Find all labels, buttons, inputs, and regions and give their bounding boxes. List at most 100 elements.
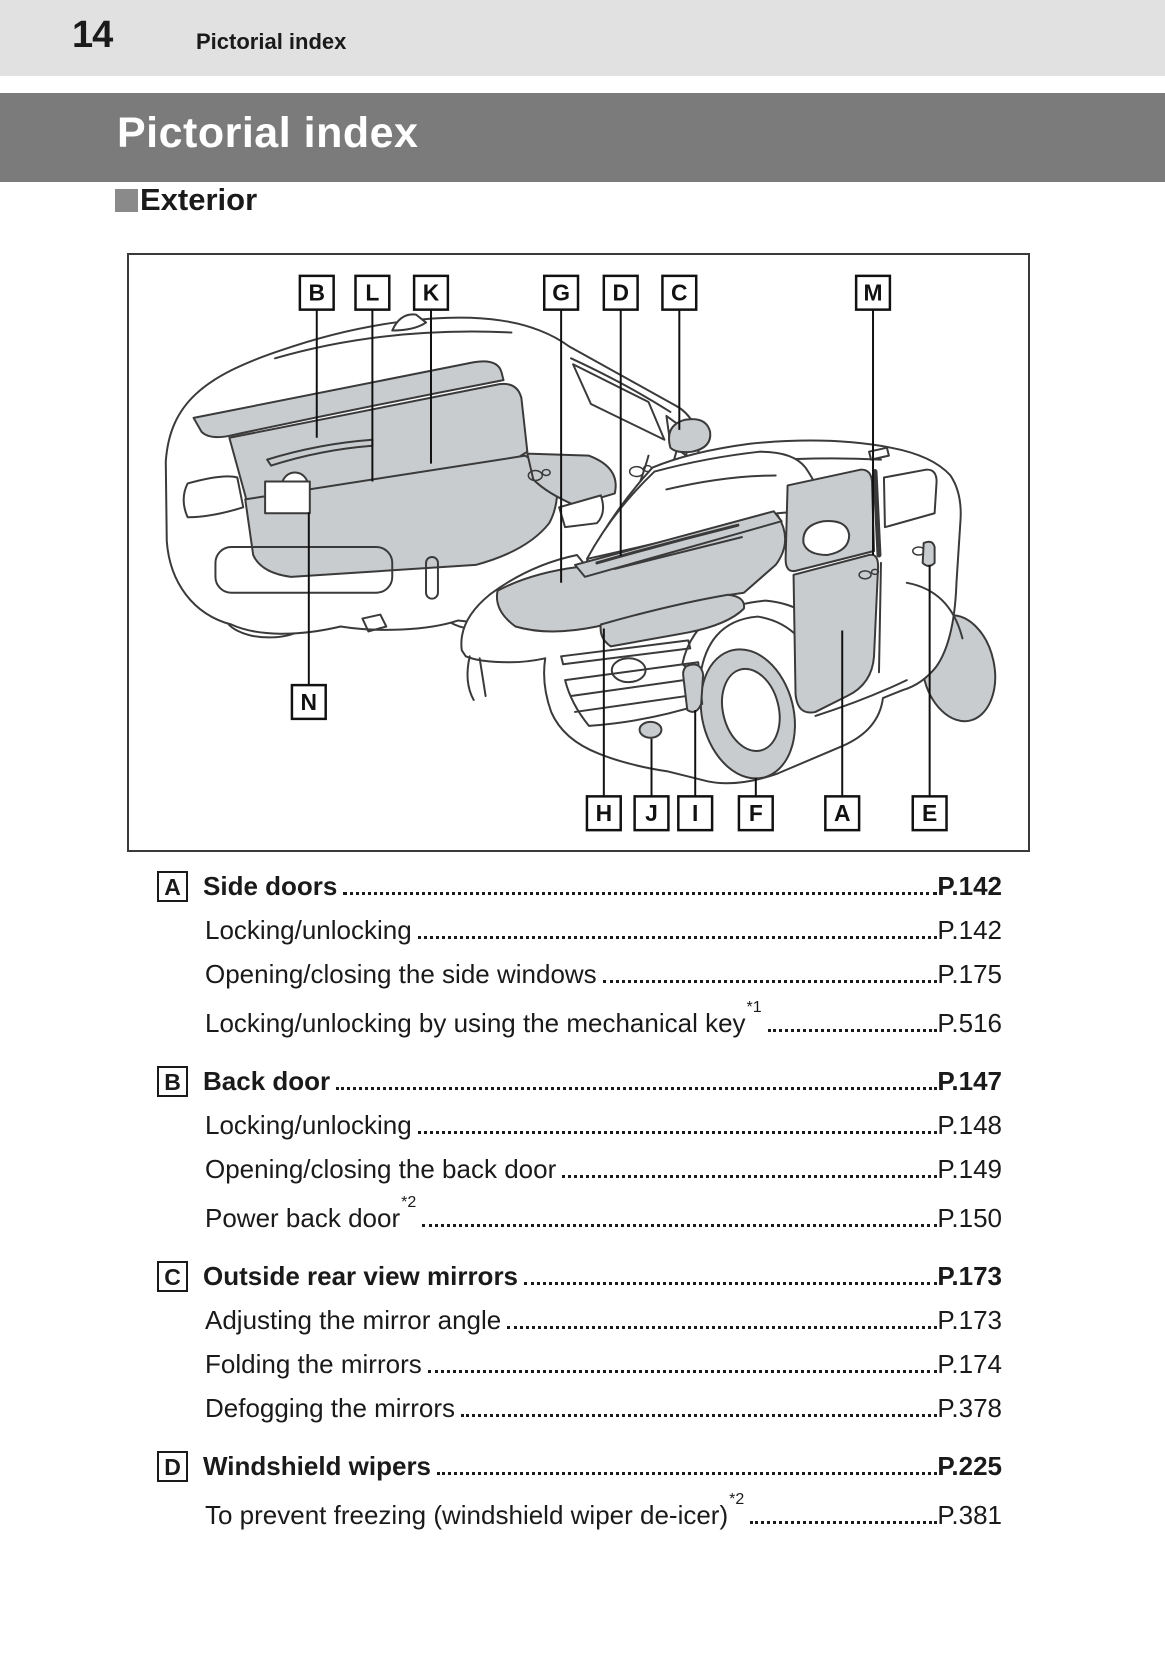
callout-letter-H: H bbox=[596, 800, 613, 826]
page-ref: P.148 bbox=[937, 1110, 1002, 1140]
letter-box-D: D bbox=[157, 1451, 188, 1482]
callout-letter-J: J bbox=[645, 800, 658, 826]
dot-leader bbox=[427, 1370, 938, 1373]
footnote-marker: *1 bbox=[746, 999, 762, 1017]
subentry-label: Folding the mirrors bbox=[205, 1349, 422, 1379]
callout-boxes: B L K G D C M N bbox=[290, 274, 948, 832]
rear-wheel-arch bbox=[905, 581, 964, 640]
subentry-label: Locking/unlocking bbox=[205, 1110, 412, 1140]
door-seam-rocker bbox=[814, 561, 908, 717]
tail-lamp-left bbox=[182, 475, 245, 519]
front-wheel-rim bbox=[721, 667, 781, 752]
upper-grille-slot bbox=[560, 639, 692, 666]
rear-car-antenna-fin bbox=[391, 313, 428, 332]
rear-door-window bbox=[882, 468, 938, 529]
front-view-car bbox=[460, 439, 997, 785]
page-ref: P.516 bbox=[937, 1008, 1002, 1038]
subentry-label: Opening/closing the back door bbox=[205, 1154, 557, 1184]
dot-leader bbox=[524, 1282, 938, 1285]
square-bullet-icon bbox=[115, 188, 138, 212]
exterior-diagram-frame: B L K G D C M N bbox=[127, 253, 1030, 852]
callout-F: F bbox=[737, 795, 774, 832]
tail-lamp-right bbox=[558, 494, 605, 529]
page-ref: P.381 bbox=[937, 1500, 1002, 1530]
entry-title: Side doors bbox=[203, 871, 338, 901]
callout-I: I bbox=[677, 795, 714, 832]
callout-letter-L: L bbox=[365, 280, 379, 306]
entry-title: Outside rear view mirrors bbox=[203, 1261, 519, 1291]
letter-box-B: B bbox=[157, 1066, 188, 1097]
page-number: 14 bbox=[72, 14, 113, 56]
index-subentry: Locking/unlocking P.148 bbox=[157, 1110, 1002, 1141]
grille-bars bbox=[570, 677, 702, 713]
footnote-marker: *2 bbox=[729, 1491, 745, 1509]
footnote-marker: *2 bbox=[401, 1194, 417, 1212]
page-ref: P.142 bbox=[937, 915, 1002, 945]
dot-leader bbox=[417, 1131, 938, 1134]
chapter-title-banner: Pictorial index bbox=[0, 93, 1165, 182]
callout-letter-B: B bbox=[309, 280, 326, 306]
b-pillar bbox=[872, 469, 882, 558]
callout-M: M bbox=[854, 274, 892, 311]
page-ref: P.173 bbox=[937, 1261, 1002, 1291]
callout-letter-F: F bbox=[749, 800, 763, 826]
dot-leader bbox=[562, 1175, 938, 1178]
callout-K: K bbox=[412, 274, 450, 311]
dot-leader bbox=[750, 1521, 938, 1524]
page-ref: P.225 bbox=[937, 1451, 1002, 1481]
subentry-label: Locking/unlocking bbox=[205, 915, 412, 945]
page-ref: P.142 bbox=[937, 871, 1002, 901]
page-header-bar: 14 Pictorial index bbox=[0, 0, 1165, 76]
letter-box-A: A bbox=[157, 871, 188, 902]
callout-letter-N: N bbox=[301, 689, 317, 715]
subentry-label: Locking/unlocking by using the mechanica… bbox=[205, 999, 762, 1038]
dot-leader bbox=[422, 1224, 938, 1227]
callout-B: B bbox=[298, 274, 335, 311]
callout-A: A bbox=[824, 795, 861, 832]
dot-leader bbox=[461, 1414, 938, 1417]
rear-view-car bbox=[164, 313, 712, 639]
tow-hook bbox=[361, 613, 388, 633]
subentry-label: To prevent freezing (windshield wiper de… bbox=[205, 1491, 745, 1530]
index-subentry: To prevent freezing (windshield wiper de… bbox=[157, 1491, 1002, 1531]
dot-leader bbox=[507, 1326, 938, 1329]
page-ref: P.147 bbox=[937, 1066, 1002, 1096]
dot-leader bbox=[767, 1029, 938, 1032]
page-ref: P.175 bbox=[937, 959, 1002, 989]
bumper-reflector-slot bbox=[425, 555, 439, 600]
subentry-label: Power back door*2 bbox=[205, 1194, 417, 1233]
page-ref: P.378 bbox=[937, 1393, 1002, 1423]
callout-letter-A: A bbox=[834, 800, 850, 826]
callout-N: N bbox=[290, 683, 327, 721]
index-entry-D: D Windshield wipers P.225 bbox=[157, 1451, 1002, 1482]
subentry-label: Defogging the mirrors bbox=[205, 1393, 455, 1423]
headlight bbox=[599, 593, 746, 648]
index-subentry: Defogging the mirrors P.378 bbox=[157, 1393, 1002, 1424]
front-door-panel bbox=[792, 553, 880, 714]
callout-letter-C: C bbox=[671, 280, 687, 306]
callout-letter-M: M bbox=[864, 280, 883, 306]
rear-car-side-window bbox=[572, 363, 666, 441]
page-ref: P.174 bbox=[937, 1349, 1002, 1379]
rear-car-pillar-line bbox=[570, 357, 672, 413]
page-ref: P.149 bbox=[937, 1154, 1002, 1184]
callout-letter-I: I bbox=[692, 800, 698, 826]
rear-spoiler bbox=[192, 360, 505, 439]
entry-title: Windshield wipers bbox=[203, 1451, 432, 1481]
rear-quarter-garnish bbox=[921, 540, 936, 567]
exterior-diagram: B L K G D C M N bbox=[164, 274, 997, 832]
index-subentry: Locking/unlocking by using the mechanica… bbox=[157, 999, 1002, 1039]
turn-signal-garnish bbox=[682, 663, 705, 713]
page-ref: P.173 bbox=[937, 1305, 1002, 1335]
license-plate-recess bbox=[264, 480, 311, 515]
subentry-label: Opening/closing the side windows bbox=[205, 959, 597, 989]
page-ref: P.150 bbox=[937, 1203, 1002, 1233]
rear-car-roofline bbox=[274, 330, 513, 360]
header-section-title: Pictorial index bbox=[196, 29, 347, 54]
exterior-heading-label: Exterior bbox=[140, 182, 258, 217]
index-subentry: Locking/unlocking P.142 bbox=[157, 915, 1002, 946]
callout-letter-G: G bbox=[552, 280, 570, 306]
